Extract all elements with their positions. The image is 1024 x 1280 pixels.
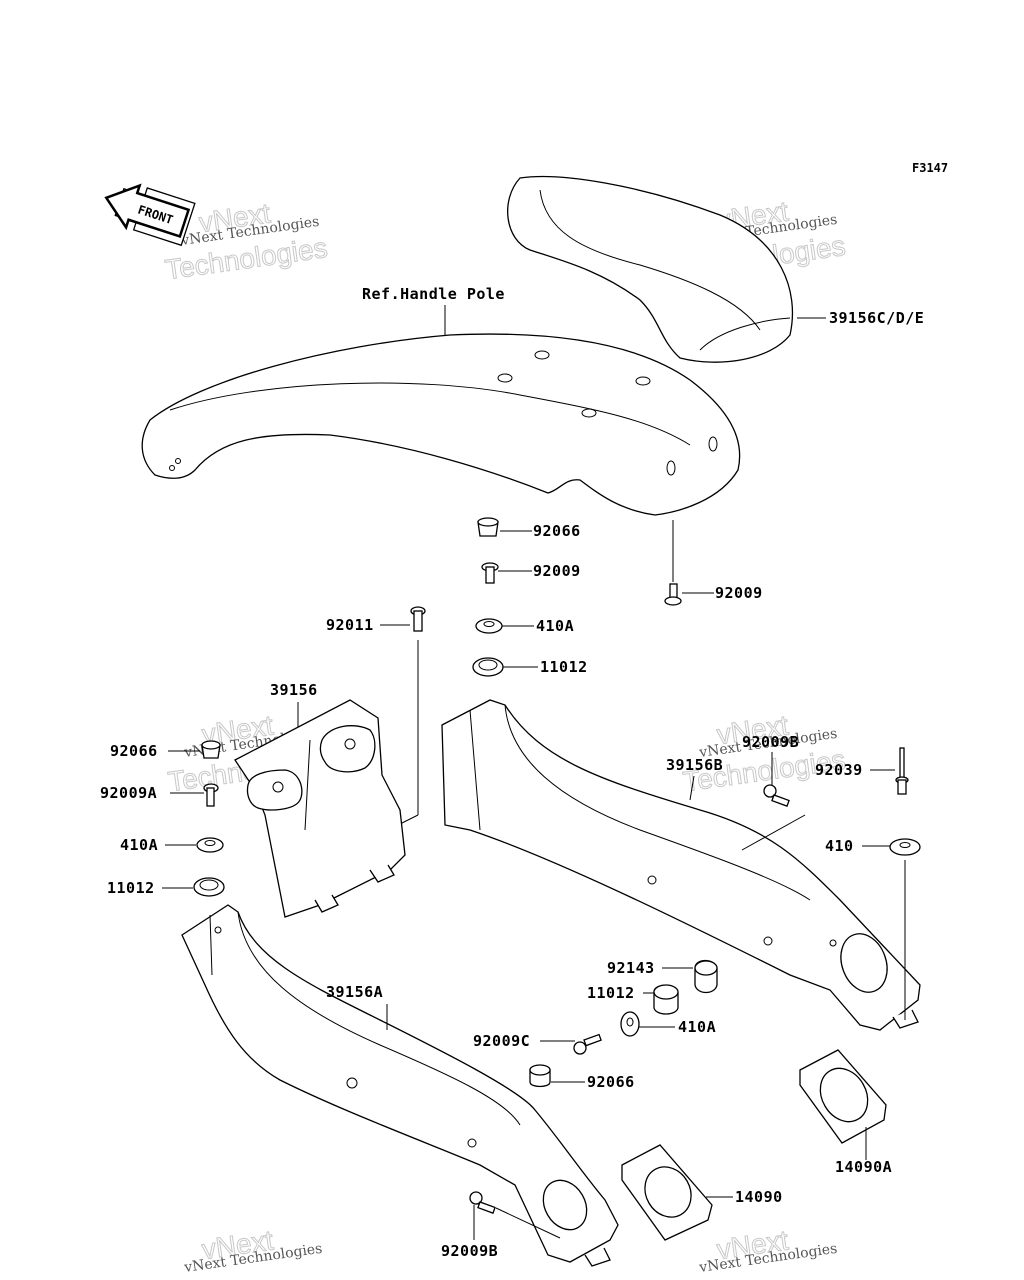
bracket-39156 — [234, 699, 406, 918]
part-label-92009-right: 92009 — [715, 584, 763, 602]
bolt-92009b-top — [763, 784, 790, 807]
plug-92066-left — [201, 740, 221, 759]
plug-92066-lower — [529, 1064, 551, 1088]
bolt-92009b-bottom — [469, 1191, 561, 1239]
bolt-92009a — [203, 783, 219, 807]
part-label-92009-center: 92009 — [533, 562, 581, 580]
rivet-92039 — [895, 747, 909, 795]
plug-92066-top — [477, 517, 499, 537]
handle-pole-outline — [141, 333, 741, 516]
bolt-92009-right — [664, 520, 682, 606]
part-label-92009c: 92009C — [473, 1032, 530, 1050]
pad-14090a — [799, 1049, 887, 1144]
part-label-92011: 92011 — [326, 616, 374, 634]
part-label-39156b: 39156B — [666, 756, 723, 774]
part-label-39156cde: 39156C/D/E — [829, 309, 924, 327]
pad-14090 — [621, 1144, 713, 1241]
figure-code: F3147 — [912, 161, 948, 175]
part-label-92066-lower: 92066 — [587, 1073, 635, 1091]
side-rail-39156b — [441, 699, 921, 1031]
part-label-92009b-bottom: 92009B — [441, 1242, 498, 1260]
washer-410a-center — [475, 618, 503, 634]
part-label-11012-left: 11012 — [107, 879, 155, 897]
washer-410a-lower — [620, 1011, 640, 1037]
reference-label: Ref.Handle Pole — [362, 285, 505, 303]
part-label-92066-left: 92066 — [110, 742, 158, 760]
grommet-11012-center — [472, 657, 504, 677]
front-arrow-icon: FRONT — [104, 183, 196, 247]
part-label-92009a: 92009A — [100, 784, 157, 802]
part-label-92039: 92039 — [815, 761, 863, 779]
part-label-39156: 39156 — [270, 681, 318, 699]
part-label-410a-left: 410A — [120, 836, 158, 854]
grommet-11012-lower — [653, 984, 679, 1015]
part-label-14090a: 14090A — [835, 1158, 892, 1176]
washer-410 — [889, 838, 921, 1020]
leader-line — [689, 775, 695, 801]
part-label-11012-center: 11012 — [540, 658, 588, 676]
collar-92143 — [694, 959, 718, 994]
side-rail-39156a — [181, 904, 619, 1267]
part-label-39156a: 39156A — [326, 983, 383, 1001]
part-label-410: 410 — [825, 837, 854, 855]
bolt-92009c — [573, 1033, 602, 1055]
part-label-11012-lower: 11012 — [587, 984, 635, 1002]
bolt-92009-center — [481, 562, 499, 584]
part-label-410a-lower: 410A — [678, 1018, 716, 1036]
part-label-92066-top: 92066 — [533, 522, 581, 540]
part-label-14090: 14090 — [735, 1188, 783, 1206]
seat-cover-39156c-d-e — [507, 175, 794, 363]
grommet-11012-left — [193, 877, 225, 897]
washer-410a-left — [196, 837, 224, 853]
part-label-410a-center: 410A — [536, 617, 574, 635]
part-label-92009b-top: 92009B — [742, 733, 799, 751]
part-label-92143: 92143 — [607, 959, 655, 977]
